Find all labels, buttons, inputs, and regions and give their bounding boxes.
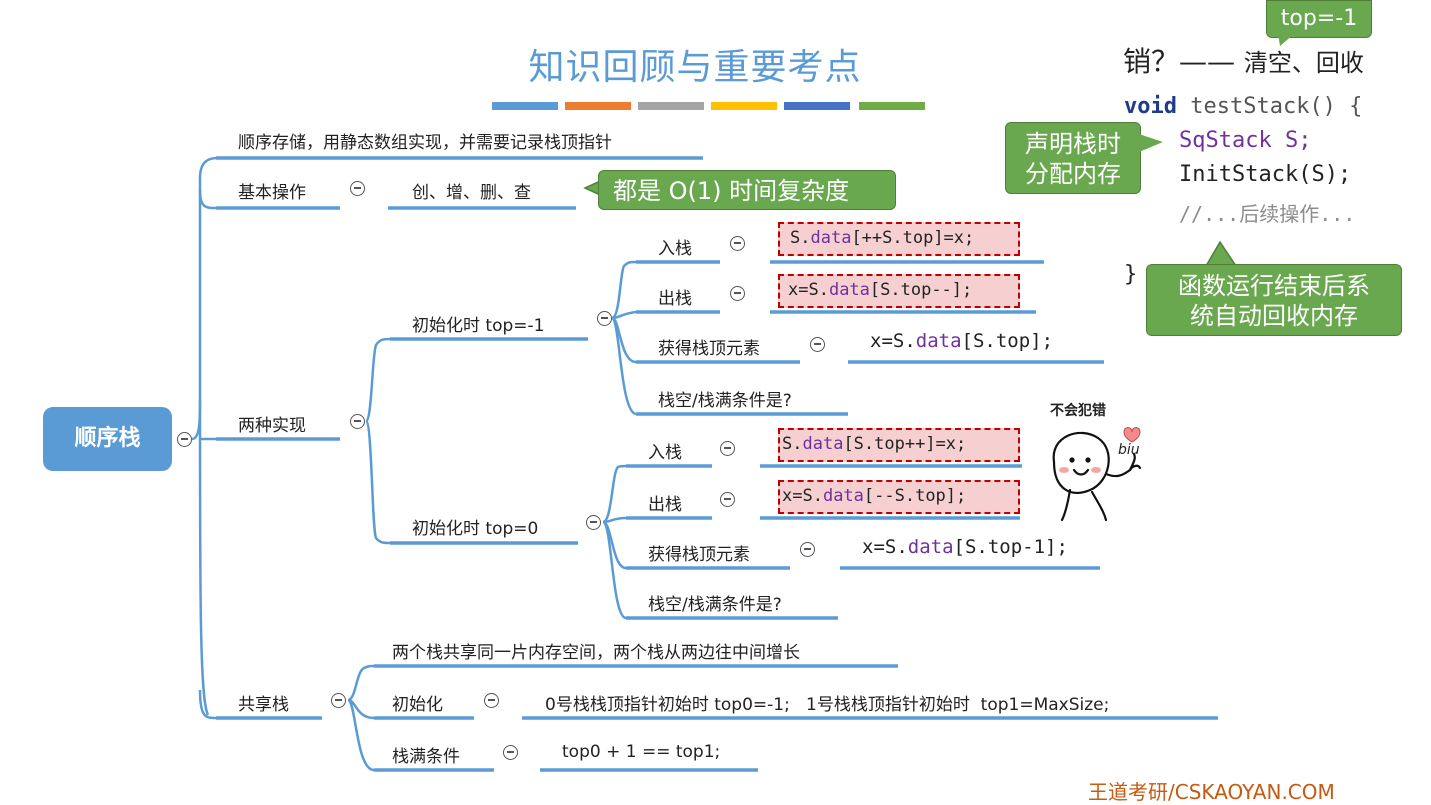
collapse-icon[interactable] bbox=[720, 492, 735, 507]
two-impl-label[interactable]: 两种实现 bbox=[238, 416, 306, 436]
collapse-icon[interactable] bbox=[350, 181, 365, 196]
code-part: [S.top++]=x; bbox=[843, 434, 967, 454]
code-part: [++S.top]=x; bbox=[851, 228, 975, 248]
declare-callout: 声明栈时 分配内存 bbox=[1005, 122, 1141, 194]
code-part: [--S.top]; bbox=[863, 486, 967, 506]
destroy-prefix: 销？—— bbox=[1123, 45, 1236, 78]
shared-full-label[interactable]: 栈满条件 bbox=[392, 747, 460, 767]
pop-code-box bbox=[778, 480, 1020, 514]
destroy-detail: 清空、回收 bbox=[1243, 49, 1364, 77]
destroy-line: 销？—— 清空、回收 bbox=[1123, 40, 1364, 80]
code-line: SqStack S; bbox=[1179, 128, 1312, 153]
complexity-callout: 都是 O(1) 时间复杂度 bbox=[598, 170, 896, 210]
code-keyword: data bbox=[907, 536, 954, 558]
empty-full-label[interactable]: 栈空/栈满条件是? bbox=[648, 595, 782, 615]
pop-code: x=S.data[S.top--]; bbox=[788, 280, 972, 300]
init-minus1-label[interactable]: 初始化时 top=-1 bbox=[412, 316, 545, 336]
callout-line: 声明栈时 bbox=[1025, 130, 1121, 158]
sticker-caption: 不会犯错 bbox=[1050, 403, 1106, 419]
code-part: [S.top-1]; bbox=[953, 536, 1068, 558]
empty-full-label[interactable]: 栈空/栈满条件是? bbox=[658, 391, 792, 411]
code-line: InitStack(S); bbox=[1179, 162, 1352, 187]
code-part: x=S. bbox=[862, 536, 908, 558]
page-title: 知识回顾与重要考点 bbox=[528, 47, 862, 88]
callout-pointer bbox=[1139, 134, 1163, 152]
code-part: [S.top--]; bbox=[869, 280, 973, 300]
collapse-icon[interactable] bbox=[586, 515, 601, 530]
shared-full-detail: top0 + 1 == top1; bbox=[562, 742, 721, 762]
footer-brand: 王道考研/CSKAOYAN.COM bbox=[1088, 780, 1335, 804]
collapse-icon[interactable] bbox=[720, 441, 735, 456]
collapse-icon[interactable] bbox=[800, 542, 815, 557]
basic-ops-label[interactable]: 基本操作 bbox=[238, 183, 306, 203]
color-bar bbox=[784, 102, 850, 110]
collapse-icon[interactable] bbox=[503, 745, 518, 760]
collapse-icon[interactable] bbox=[597, 311, 612, 326]
color-bar bbox=[859, 102, 925, 110]
push-code-box bbox=[778, 428, 1020, 462]
push-code: S.data[++S.top]=x; bbox=[790, 228, 974, 248]
code-keyword: data bbox=[810, 228, 852, 248]
push-code-box bbox=[778, 222, 1020, 256]
code-keyword: data bbox=[822, 486, 864, 506]
code-part: [S.top]; bbox=[961, 330, 1054, 352]
root-node[interactable]: 顺序栈 bbox=[43, 407, 172, 471]
code-end: } bbox=[1124, 262, 1138, 287]
get-top-code: x=S.data[S.top-1]; bbox=[862, 536, 1068, 558]
code-part: x=S. bbox=[782, 486, 823, 506]
collapse-icon[interactable] bbox=[177, 432, 192, 447]
push-label[interactable]: 入栈 bbox=[648, 443, 682, 463]
code-signature: void testStack() { bbox=[1124, 94, 1362, 119]
top-tag-callout: top=-1 bbox=[1266, 0, 1372, 38]
shared-desc: 两个栈共享同一片内存空间，两个栈从两边往中间增长 bbox=[392, 643, 800, 663]
shared-stack-label[interactable]: 共享栈 bbox=[238, 695, 289, 715]
code-part: x=S. bbox=[788, 280, 829, 300]
color-bar bbox=[565, 102, 631, 110]
code-keyword: data bbox=[802, 434, 844, 454]
color-bar bbox=[492, 102, 558, 110]
code-func: testStack() { bbox=[1176, 94, 1363, 119]
code-part: S. bbox=[782, 434, 803, 454]
pop-code-box bbox=[778, 274, 1020, 308]
code-part: S. bbox=[790, 228, 811, 248]
push-code: S.data[S.top++]=x; bbox=[782, 434, 966, 454]
storage-label: 顺序存储，用静态数组实现，并需要记录栈顶指针 bbox=[238, 133, 612, 153]
push-label[interactable]: 入栈 bbox=[658, 239, 692, 259]
code-keyword: void bbox=[1124, 94, 1177, 119]
sticker-doodle bbox=[1052, 427, 1142, 522]
collapse-icon[interactable] bbox=[350, 414, 365, 429]
pop-code: x=S.data[--S.top]; bbox=[782, 486, 966, 506]
sticker-sound: biu bbox=[1118, 442, 1140, 458]
collapse-icon[interactable] bbox=[331, 693, 346, 708]
color-bar bbox=[638, 102, 704, 110]
code-keyword: data bbox=[915, 330, 962, 352]
callout-line: 统自动回收内存 bbox=[1190, 302, 1358, 330]
get-top-label[interactable]: 获得栈顶元素 bbox=[658, 339, 760, 359]
collapse-icon[interactable] bbox=[730, 236, 745, 251]
callout-pointer bbox=[1278, 34, 1294, 46]
color-bar bbox=[711, 102, 777, 110]
get-top-code: x=S.data[S.top]; bbox=[870, 330, 1053, 352]
code-part: x=S. bbox=[870, 330, 916, 352]
shared-init-detail: 0号栈栈顶指针初始时 top0=-1; 1号栈栈顶指针初始时 top1=MaxS… bbox=[545, 695, 1110, 715]
collapse-icon[interactable] bbox=[484, 693, 499, 708]
shared-init-label[interactable]: 初始化 bbox=[392, 695, 443, 715]
code-keyword: data bbox=[828, 280, 870, 300]
code-comment: //...后续操作... bbox=[1179, 202, 1356, 226]
callout-line: 分配内存 bbox=[1025, 160, 1121, 188]
pop-label[interactable]: 出栈 bbox=[648, 495, 682, 515]
init-0-label[interactable]: 初始化时 top=0 bbox=[412, 519, 539, 539]
auto-reclaim-callout: 函数运行结束后系 统自动回收内存 bbox=[1146, 264, 1402, 336]
pop-label[interactable]: 出栈 bbox=[658, 289, 692, 309]
callout-line: 函数运行结束后系 bbox=[1178, 272, 1370, 300]
get-top-label[interactable]: 获得栈顶元素 bbox=[648, 545, 750, 565]
collapse-icon[interactable] bbox=[810, 337, 825, 352]
basic-ops-detail: 创、增、删、查 bbox=[412, 183, 531, 203]
collapse-icon[interactable] bbox=[730, 286, 745, 301]
